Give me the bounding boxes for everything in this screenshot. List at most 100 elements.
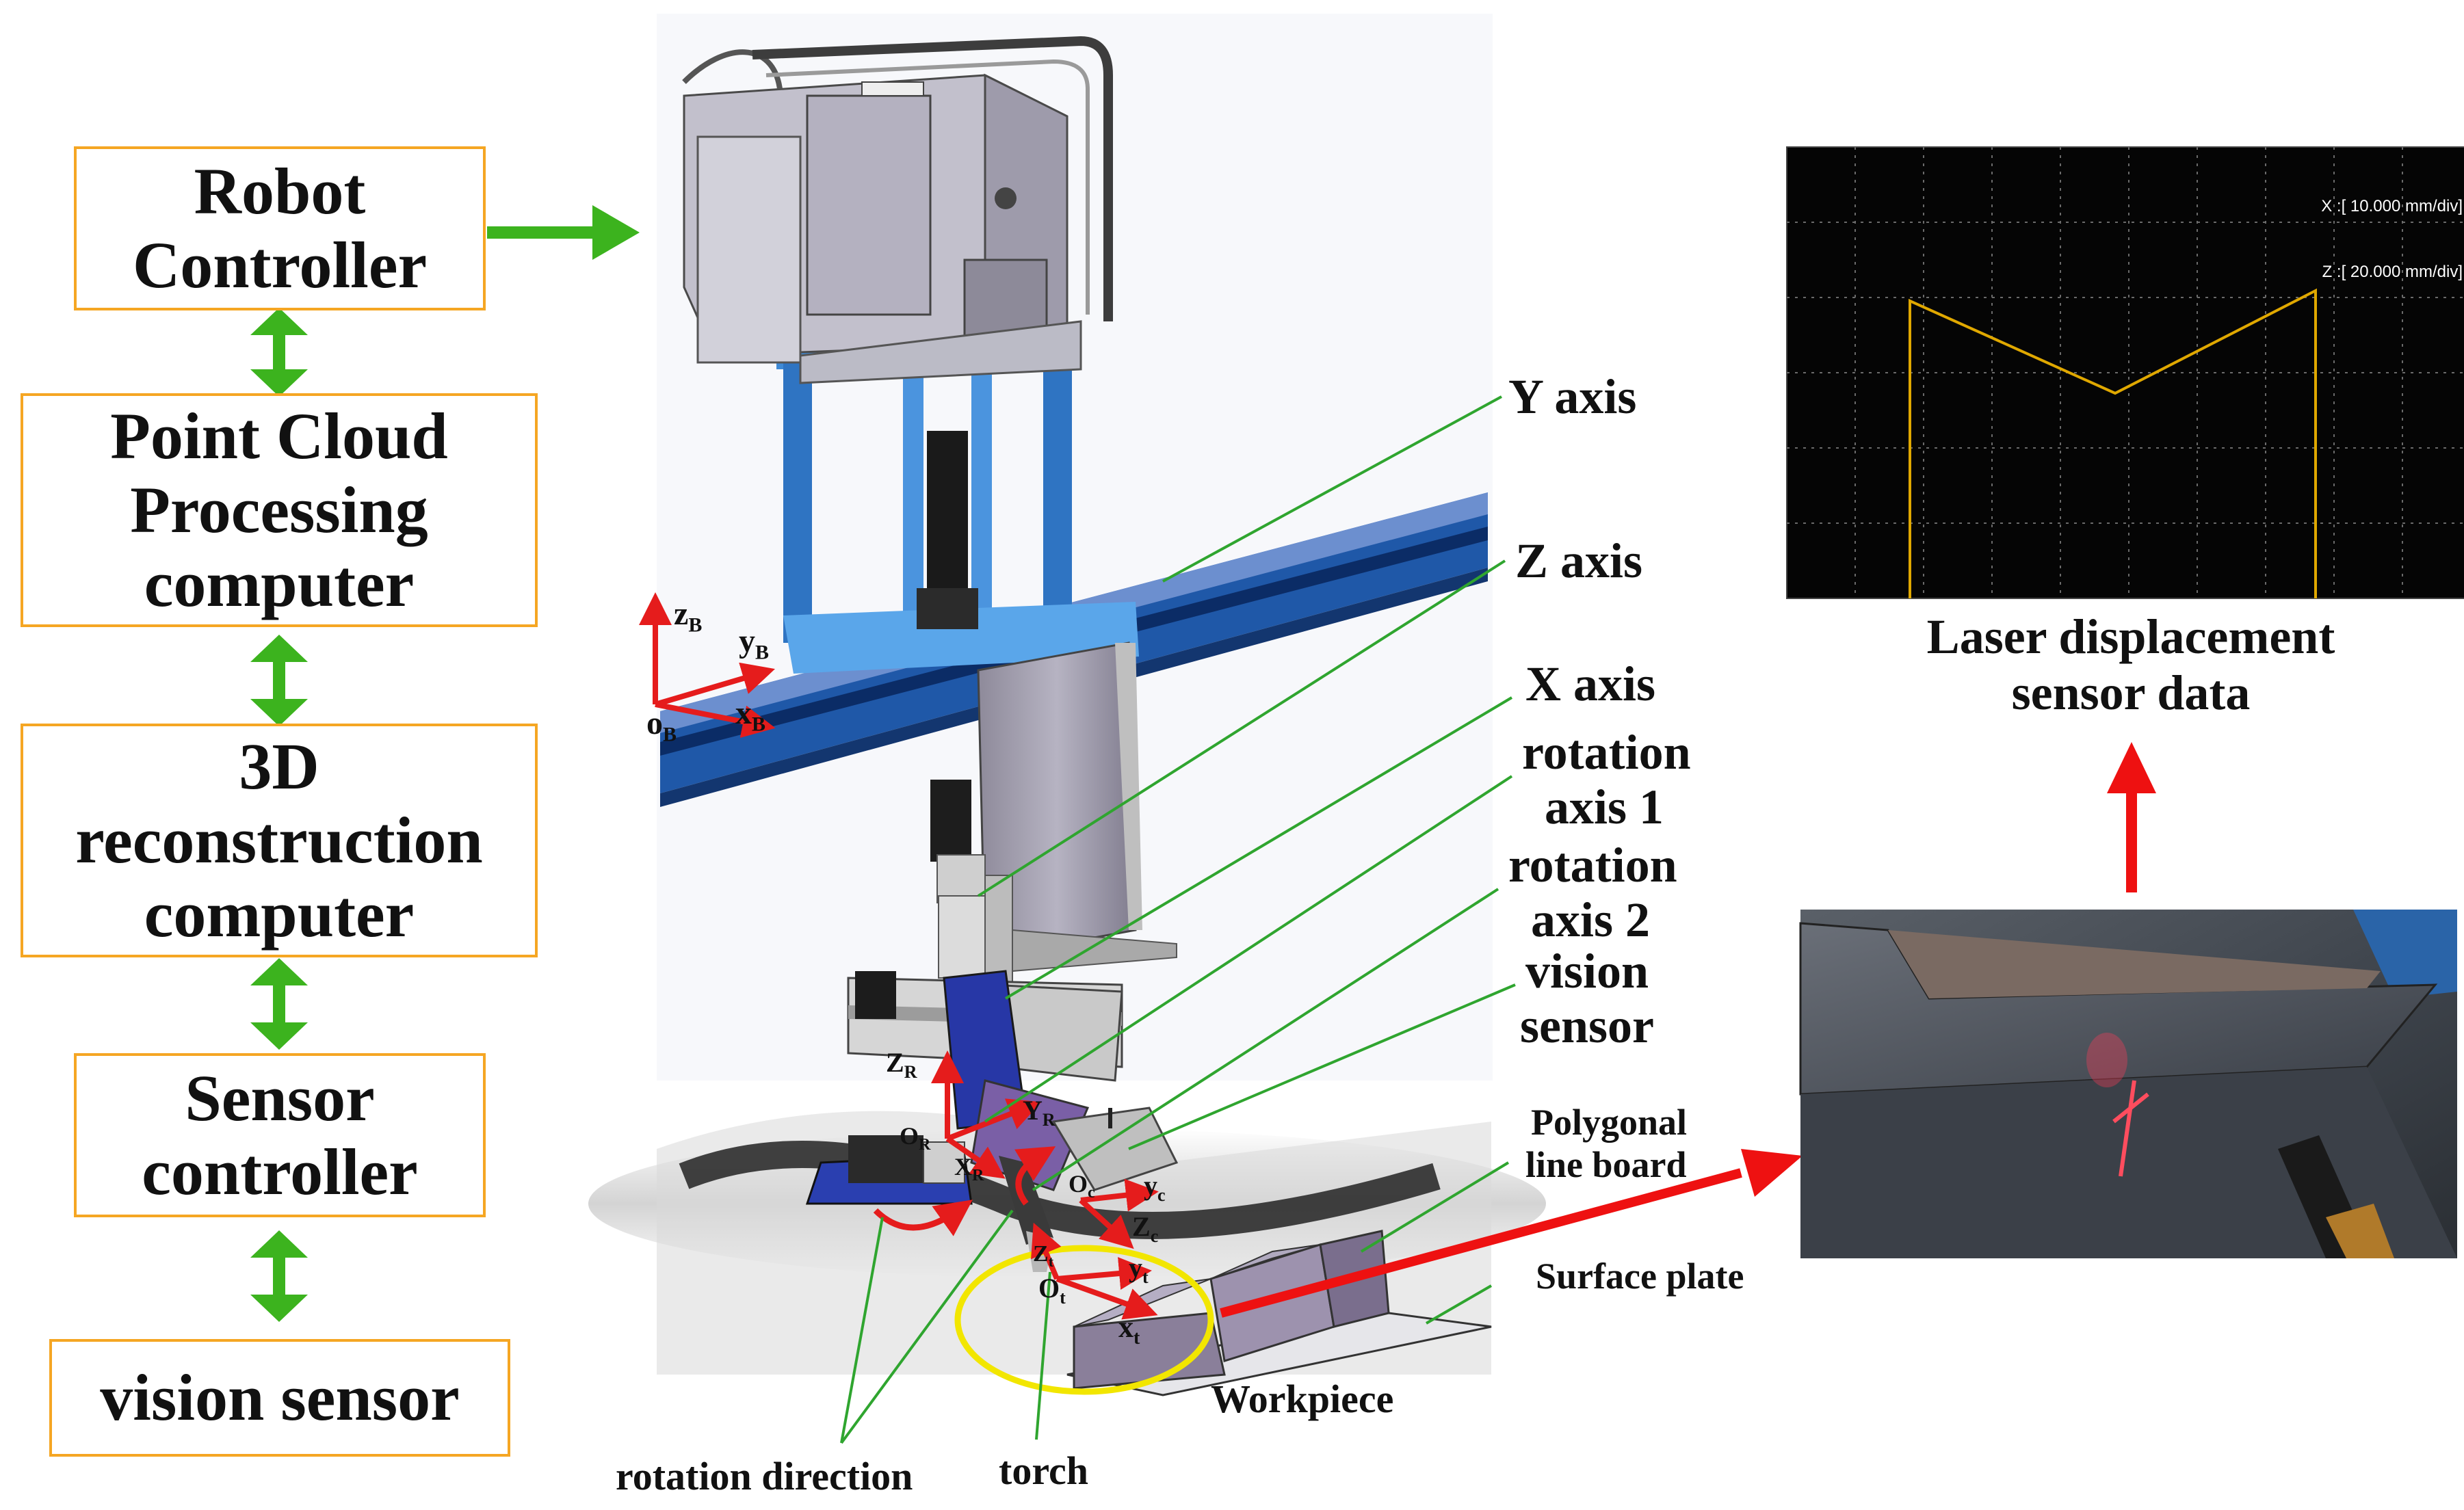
frame-base-y-letter: y xyxy=(739,623,755,659)
frame-base-o-sub: B xyxy=(663,723,677,746)
frame-camera-o: Oc xyxy=(1069,1169,1095,1202)
point-cloud-line-2: Processing xyxy=(130,473,428,546)
rotation-axis-1-line-1: rotation xyxy=(1522,725,1691,780)
robot-controller-line-2: Controller xyxy=(132,228,428,302)
label-workpiece: Workpiece xyxy=(1211,1377,1394,1421)
frame-camera-y: yc xyxy=(1144,1169,1166,1206)
double-arrow-3 xyxy=(250,958,308,1050)
frame-base-z-letter: z xyxy=(674,596,689,632)
vision-sensor-line-1: vision sensor xyxy=(100,1361,460,1434)
sensor-controller-line-1: Sensor xyxy=(185,1061,375,1135)
laser-sensor-scope xyxy=(1786,146,2464,599)
polygonal-board-line-2: line board xyxy=(1525,1144,1687,1185)
frame-rot-o-sub: R xyxy=(919,1136,931,1154)
frame-base-x-letter: x xyxy=(735,695,752,731)
frame-base-y: yB xyxy=(739,622,769,665)
frame-tool-o-sub: t xyxy=(1060,1288,1066,1308)
scope-caption-line-1: Laser displacement xyxy=(1926,609,2335,664)
label-surface-plate: Surface plate xyxy=(1536,1256,1744,1297)
sensor-controller-line-2: controller xyxy=(142,1135,418,1208)
sensor-controller-box: Sensor controller xyxy=(74,1053,486,1217)
frame-rot-z: ZR xyxy=(886,1046,917,1083)
frame-camera-o-letter: O xyxy=(1069,1170,1088,1197)
robot-controller-line-1: Robot xyxy=(194,155,366,228)
frame-rot-x-letter: X xyxy=(954,1153,972,1180)
label-polygonal-board: Polygonal line board xyxy=(1525,1101,1687,1186)
double-arrow-4 xyxy=(250,1230,308,1322)
frame-rot-y: YR xyxy=(1023,1094,1056,1130)
frame-base-x: xB xyxy=(735,694,765,737)
frame-rot-o-letter: O xyxy=(900,1122,919,1150)
frame-camera-z-sub: c xyxy=(1150,1226,1159,1246)
laser-scan-photo-illustration xyxy=(1799,910,2457,1258)
rotation-axis-1-line-2: axis 1 xyxy=(1544,780,1664,834)
scope-caption: Laser displacement sensor data xyxy=(1847,609,2415,721)
frame-base-o-letter: o xyxy=(646,705,663,741)
block-connectors xyxy=(250,205,640,1322)
scope-z-scale: Z :[ 20.000 mm/div] xyxy=(2322,263,2463,281)
reconstruction-line-3: computer xyxy=(144,877,415,951)
frame-tool-z-letter: Z xyxy=(1033,1241,1049,1267)
label-z-axis: Z axis xyxy=(1515,533,1643,588)
frame-base-x-sub: B xyxy=(752,713,766,736)
label-rotation-axis-2: rotation axis 2 xyxy=(1508,838,1677,947)
frame-base-y-sub: B xyxy=(755,641,770,664)
leader-lines xyxy=(840,395,1516,1444)
frame-rot-z-letter: Z xyxy=(886,1047,904,1078)
rotation-axis-2-line-1: rotation xyxy=(1508,838,1677,892)
robot-controller-box: Robot Controller xyxy=(74,146,486,310)
frame-tool-o-letter: O xyxy=(1038,1273,1060,1303)
reconstruction-box: 3D reconstruction computer xyxy=(21,724,538,957)
frame-tool-x-sub: t xyxy=(1133,1327,1140,1349)
scope-scale-readout: X :[ 10.000 mm/div] Z :[ 20.000 mm/div] xyxy=(2264,152,2463,305)
frame-base-o: oB xyxy=(646,704,677,747)
torch-highlight-ellipse xyxy=(954,1245,1214,1395)
scope-x-scale: X :[ 10.000 mm/div] xyxy=(2321,197,2463,215)
point-cloud-box: Point Cloud Processing computer xyxy=(21,393,538,627)
frame-camera-y-letter: y xyxy=(1144,1170,1157,1201)
frame-camera-z-letter: Z xyxy=(1132,1211,1151,1242)
label-y-axis: Y axis xyxy=(1508,369,1637,424)
frame-tool-z-sub: t xyxy=(1048,1252,1054,1270)
frame-rot-y-sub: R xyxy=(1042,1110,1056,1130)
frame-rot-y-letter: Y xyxy=(1023,1095,1043,1126)
label-x-axis: X axis xyxy=(1525,657,1656,711)
coordinate-frames xyxy=(639,592,1159,1320)
reconstruction-line-2: reconstruction xyxy=(75,804,483,877)
vision-sensor-label-line-2: sensor xyxy=(1520,998,1654,1053)
point-cloud-line-3: computer xyxy=(144,547,415,620)
scope-caption-line-2: sensor data xyxy=(2011,665,2251,720)
frame-rot-x-sub: R xyxy=(972,1167,984,1185)
frame-tool-z: Zt xyxy=(1033,1241,1053,1271)
double-arrow-1 xyxy=(250,308,308,397)
frame-tool-y-letter: y xyxy=(1129,1252,1142,1283)
frame-tool-y-sub: t xyxy=(1142,1267,1149,1287)
frame-camera-y-sub: c xyxy=(1157,1185,1166,1205)
rotation-axis-2-line-2: axis 2 xyxy=(1530,892,1651,947)
frame-camera-o-sub: c xyxy=(1088,1184,1095,1202)
controller-to-robot-arrow xyxy=(487,205,640,260)
vision-sensor-box: vision sensor xyxy=(49,1339,510,1457)
frame-rot-o: OR xyxy=(900,1122,930,1154)
point-cloud-line-1: Point Cloud xyxy=(110,399,448,473)
photo-to-scope-arrow xyxy=(2107,742,2156,892)
frame-rot-z-sub: R xyxy=(904,1062,917,1082)
gantry-robot-illustration xyxy=(588,14,1546,1396)
frame-tool-y: yt xyxy=(1129,1251,1149,1288)
polygonal-board-line-1: Polygonal xyxy=(1531,1102,1688,1143)
label-vision-sensor: vision sensor xyxy=(1519,944,1655,1053)
photo-link-arrow xyxy=(1220,1149,1803,1318)
frame-camera-z: Zc xyxy=(1132,1210,1158,1247)
label-rotation-direction: rotation direction xyxy=(616,1454,913,1498)
frame-rot-x: XR xyxy=(954,1152,984,1185)
frame-tool-x: xt xyxy=(1118,1310,1140,1349)
label-rotation-axis-1: rotation axis 1 xyxy=(1522,725,1691,834)
frame-base-z-sub: B xyxy=(688,613,703,637)
vision-sensor-label-line-1: vision xyxy=(1525,944,1649,998)
scan-profile-line xyxy=(1909,288,2317,598)
reconstruction-line-1: 3D xyxy=(239,730,319,803)
frame-tool-o: Ot xyxy=(1038,1272,1066,1308)
frame-tool-x-letter: x xyxy=(1118,1310,1133,1344)
frame-base-z: zB xyxy=(674,595,702,637)
